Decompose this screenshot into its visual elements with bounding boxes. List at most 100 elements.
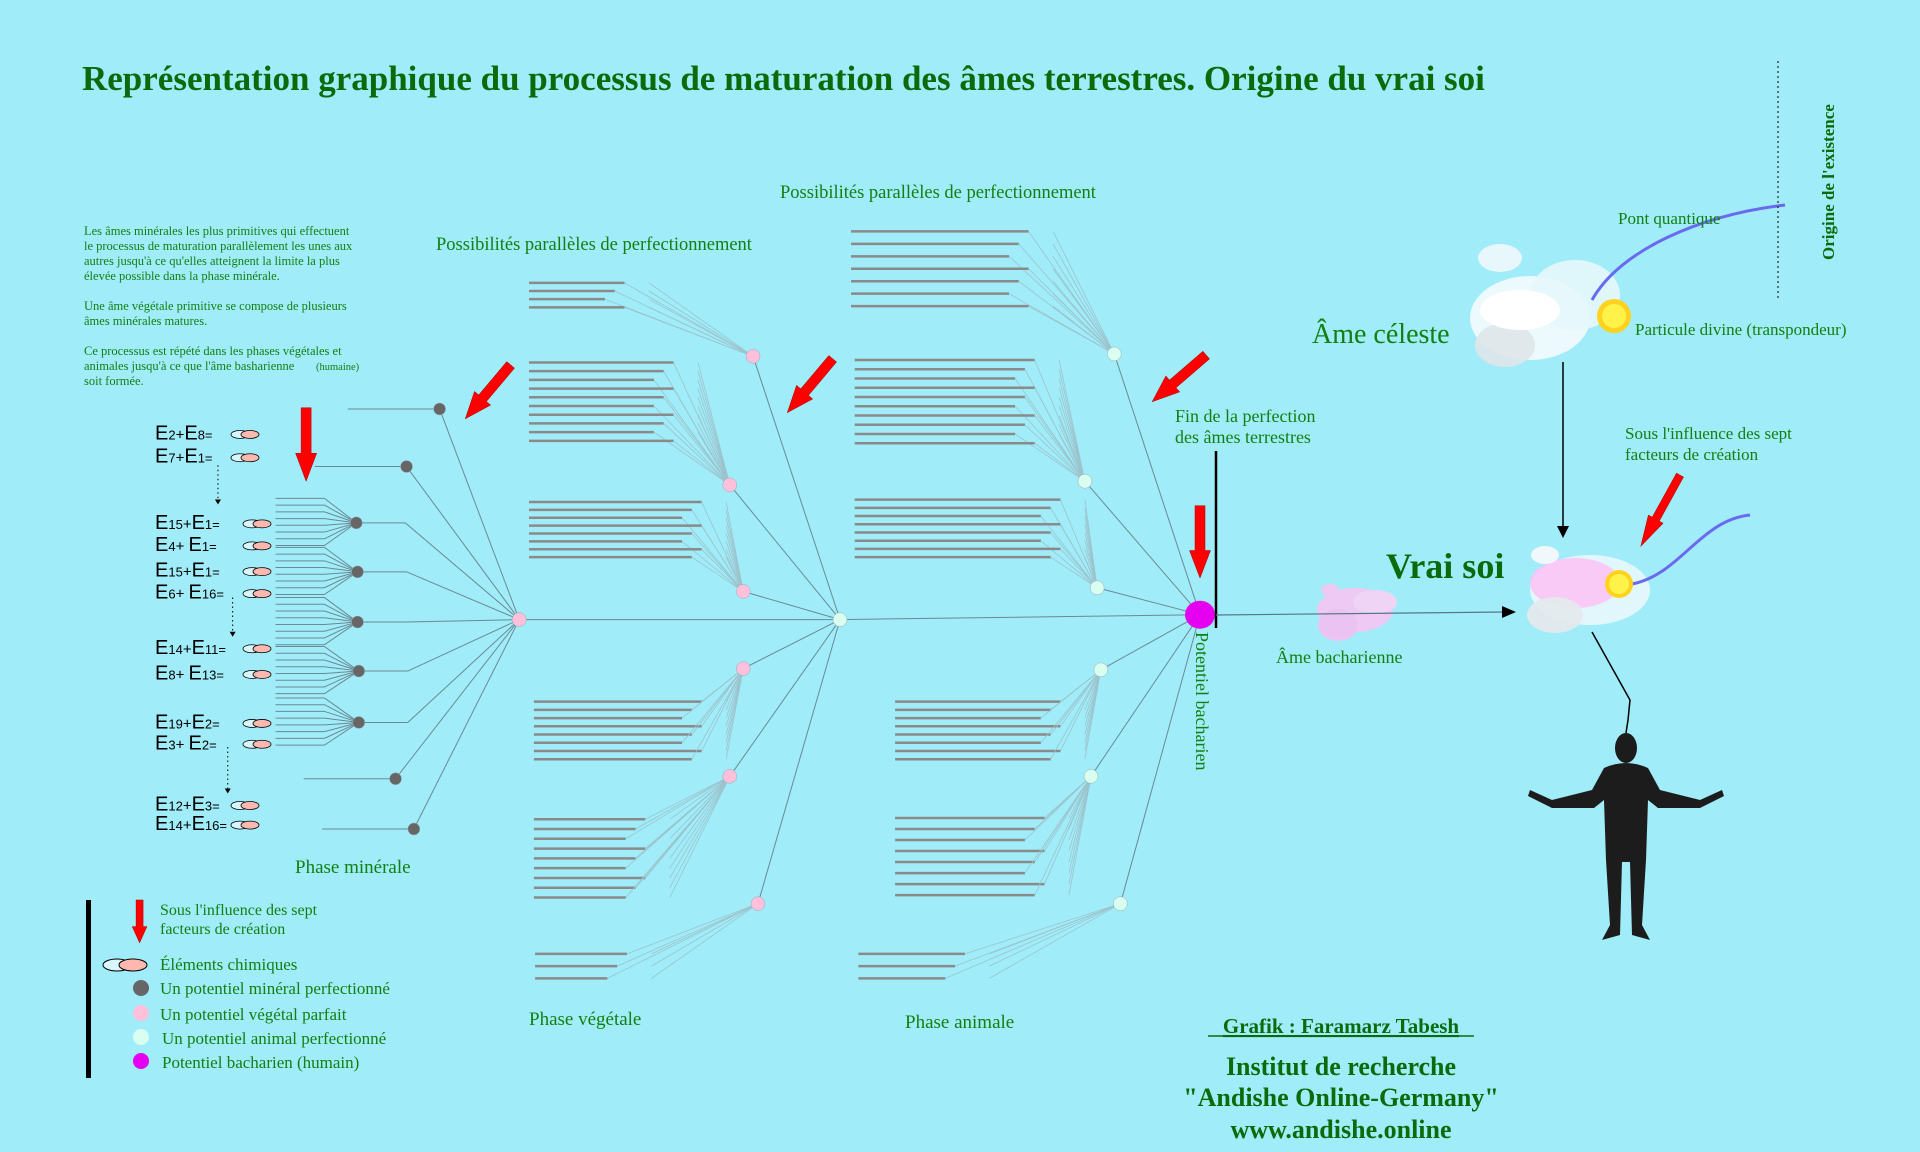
arrowhead-icon <box>229 631 236 637</box>
fan-line <box>324 670 359 688</box>
fan-line <box>691 668 744 760</box>
fan-line <box>701 525 744 592</box>
legend-item-human: Potentiel bacharien (humain) <box>162 1053 359 1072</box>
fan-line <box>625 776 731 869</box>
formula-part: 19 <box>168 716 182 731</box>
fan-line <box>1024 424 1086 482</box>
chemical-element-icon <box>252 719 272 728</box>
formula-part: + <box>176 586 189 603</box>
element-formula: E19+E2= <box>155 711 220 733</box>
fan-line <box>725 668 744 711</box>
fan-line <box>1058 406 1086 482</box>
formula-part: + <box>183 641 192 658</box>
end-perfection-label: Fin de la perfection <box>1175 406 1315 426</box>
element-formula: E3+ E2= <box>155 732 217 754</box>
tree-nodes <box>350 346 1216 911</box>
red-arrow-icon <box>131 899 148 944</box>
formula-part: + <box>183 715 192 732</box>
fan-line <box>1084 540 1098 588</box>
connector-line <box>1215 611 1506 616</box>
fan-line <box>669 776 731 840</box>
fan-line <box>324 704 360 723</box>
branch-line <box>743 590 841 621</box>
vegetal-node <box>722 477 738 493</box>
formula-part: E <box>184 422 197 444</box>
fan-line <box>1050 556 1098 589</box>
mineral-node <box>352 664 366 678</box>
fan-line <box>669 776 731 859</box>
formula-part: E <box>155 662 168 684</box>
influence-label: Sous l'influence des sept <box>1625 424 1792 443</box>
fan-line <box>1052 243 1115 355</box>
fan-line <box>701 501 744 592</box>
fan-line <box>1052 280 1115 355</box>
chemical-element-icon <box>252 541 272 551</box>
fan-line <box>669 776 731 879</box>
element-formula: E15+E1= <box>155 512 220 534</box>
fan-line <box>725 541 744 592</box>
branch-line <box>413 619 520 830</box>
fan-line <box>324 722 360 746</box>
fan-line <box>324 621 358 646</box>
vegetal-node <box>750 896 766 911</box>
element-formula: E6+ E16= <box>155 582 224 604</box>
mineral-node <box>350 516 363 530</box>
formula-part: E <box>192 512 205 534</box>
formula-part: 11 <box>205 642 219 657</box>
element-formula: E14+E11= <box>155 637 226 659</box>
fan-line <box>669 776 731 869</box>
fan-line <box>324 546 358 573</box>
fan-line <box>324 652 360 672</box>
fan-line <box>1060 669 1102 727</box>
red-arrow-icon <box>1189 505 1211 579</box>
fan-line <box>1052 231 1115 355</box>
fan-line <box>624 306 754 357</box>
mineral-node <box>433 402 446 416</box>
human-potential-node <box>1185 600 1216 629</box>
fan-line <box>1052 256 1115 355</box>
intro-line: Les âmes minérales les plus primitives q… <box>84 224 350 238</box>
arrowhead-icon <box>224 788 231 794</box>
branch-line <box>407 619 520 723</box>
branch-line <box>1119 614 1201 904</box>
formula-part: E <box>155 793 168 815</box>
formula-part: E <box>155 813 168 835</box>
fan-line <box>725 549 744 592</box>
fan-line <box>1058 396 1086 482</box>
red-arrow-icon <box>295 407 317 482</box>
formula-part: = <box>212 716 220 731</box>
formula-part: E <box>155 582 168 604</box>
mineral-node <box>351 565 364 579</box>
phase-vegetal-label: Phase végétale <box>529 1009 641 1030</box>
human-figure <box>1528 733 1724 940</box>
fan-line <box>697 379 731 486</box>
formula-part: = <box>205 427 213 442</box>
connector-line <box>1591 631 1631 734</box>
branch-line <box>407 619 520 672</box>
fan-line <box>989 903 1121 967</box>
influence-arrows <box>131 350 1684 944</box>
credits: Grafik : Faramarz Tabesh Institut de rec… <box>1183 1014 1499 1144</box>
fan-line <box>669 776 731 820</box>
branch-line <box>729 619 841 777</box>
formula-part: + <box>183 797 192 814</box>
intro-line: élevée possible dans la phase minérale. <box>84 269 280 283</box>
formula-part: E <box>189 582 202 604</box>
fan-line <box>697 371 731 486</box>
formula-part: 16 <box>202 587 216 602</box>
credit-url[interactable]: www.andishe.online <box>1230 1115 1451 1144</box>
formula-part: 14 <box>168 642 182 657</box>
fan-line <box>1052 293 1115 355</box>
formula-part: = <box>219 818 227 833</box>
ame-celeste-label: Âme céleste <box>1312 319 1450 350</box>
fan-line <box>1014 405 1086 482</box>
fan-line <box>673 440 731 486</box>
fan-line <box>669 776 731 898</box>
fan-line <box>1040 669 1102 744</box>
credit-author: Grafik : Faramarz Tabesh <box>1223 1014 1460 1038</box>
fan-line <box>1040 669 1102 719</box>
legend-influence-label: Sous l'influence des sept <box>160 902 318 919</box>
branch-line <box>1090 614 1201 777</box>
formula-part: E <box>192 711 205 733</box>
vegetal-node <box>722 769 738 784</box>
